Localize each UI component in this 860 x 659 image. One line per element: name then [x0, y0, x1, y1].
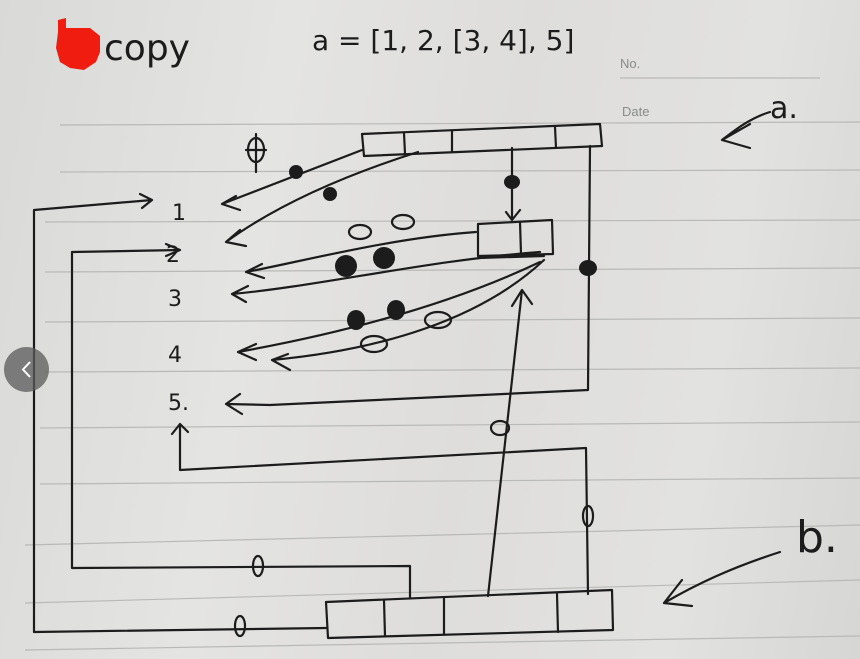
redaction-mark	[56, 18, 100, 70]
arrow-to-a	[720, 110, 772, 150]
svg-text:5.: 5.	[168, 391, 189, 416]
chevron-left-icon	[21, 361, 31, 378]
svg-text:1: 1	[172, 201, 186, 226]
list-element-labels: 1 2 3 4 5.	[166, 201, 189, 416]
svg-text:4: 4	[168, 343, 182, 368]
ruled-lines	[24, 77, 860, 651]
note-title: copy	[104, 28, 190, 69]
svg-text:3: 3	[168, 287, 182, 312]
variable-label-b: b.	[796, 512, 838, 563]
list-b-box	[324, 588, 615, 640]
list-expression: a = [1, 2, [3, 4], 5]	[312, 24, 574, 57]
nested-list-box	[476, 218, 555, 260]
printed-label-date: Date	[622, 104, 649, 119]
arrow-to-b	[662, 550, 782, 608]
list-a-box	[360, 122, 604, 158]
previous-image-button[interactable]	[4, 347, 49, 392]
printed-label-no: No.	[620, 56, 640, 71]
filled-reference-dots	[289, 165, 597, 330]
variable-label-a: a.	[770, 91, 798, 126]
